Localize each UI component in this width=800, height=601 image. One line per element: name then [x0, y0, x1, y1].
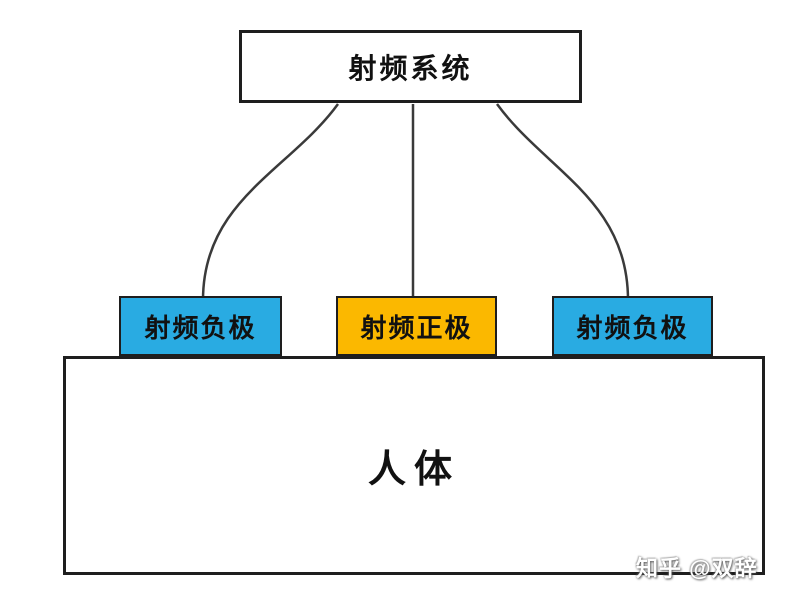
- electrode-positive-center: 射频正极: [336, 296, 497, 356]
- electrode-negative-right: 射频负极: [552, 296, 713, 356]
- electrode-negative-right-label: 射频负极: [576, 312, 689, 343]
- connector-left-curve: [201, 103, 340, 301]
- watermark: 知乎 @双辞: [636, 556, 758, 581]
- electrode-negative-left: 射频负极: [119, 296, 282, 356]
- rf-system-label: 射频系统: [348, 52, 473, 84]
- human-body-label: 人体: [367, 449, 460, 491]
- rf-system-node: 射频系统: [239, 30, 582, 103]
- electrode-positive-center-label: 射频正极: [360, 312, 473, 343]
- connector-right-curve: [495, 103, 630, 301]
- electrode-negative-left-label: 射频负极: [144, 312, 257, 343]
- human-body-node: 人体: [63, 356, 765, 575]
